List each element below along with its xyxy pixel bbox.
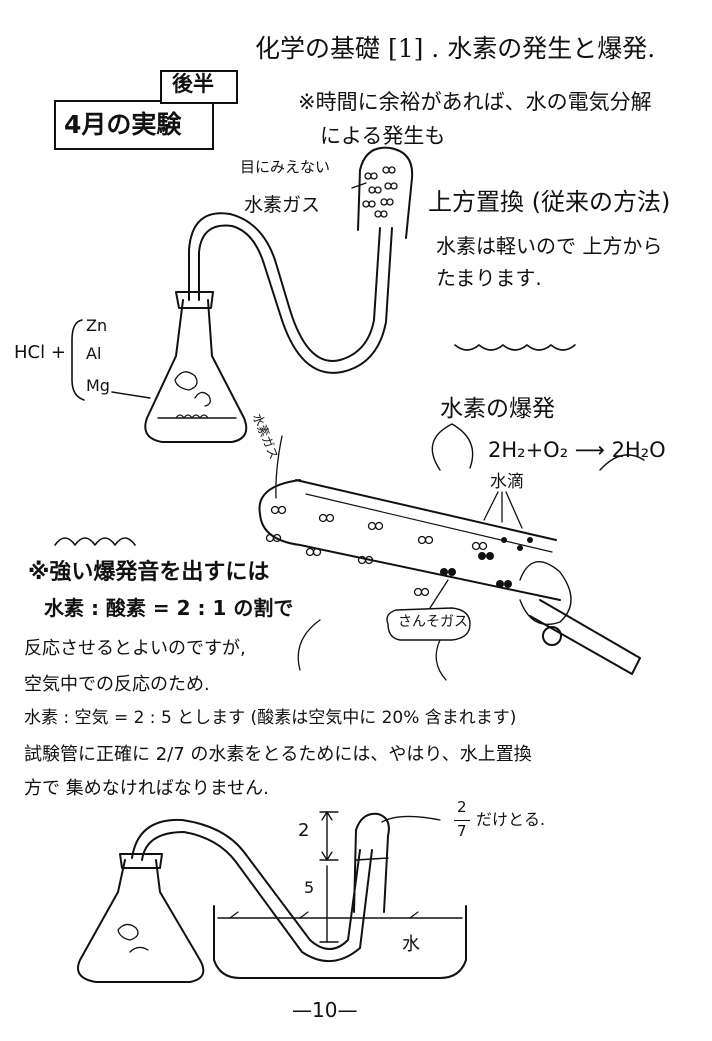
badge-box <box>54 100 214 150</box>
metal-zn: Zn <box>86 316 108 335</box>
metal-mg: Mg <box>86 376 110 395</box>
displacement-line-1: 水素は軽いので 上方から <box>436 234 663 258</box>
optional-note-line-1: ※時間に余裕があれば、水の電気分解 <box>298 90 652 114</box>
body-line-4: 空気中での反応のため. <box>24 674 210 695</box>
reaction-equation: 2H₂+O₂ ⟶ 2H₂O <box>488 438 666 462</box>
body-line-7: 方で 集めなければなりません. <box>24 778 269 799</box>
wave-decoration-top-right <box>455 345 575 350</box>
fraction-numerator: 2 <box>457 798 467 816</box>
badge-tag: 後半 <box>172 72 214 96</box>
wave-decoration-left <box>55 538 135 545</box>
body-line-5: 水素 : 空気 = 2 : 5 とします (酸素は空気中に 20% 含まれます) <box>24 708 517 728</box>
water-displacement-diagram <box>78 812 466 982</box>
oxygen-tag: さんそガス <box>398 614 468 630</box>
body-line-1: ※強い爆発音を出すには <box>28 560 270 585</box>
page-number: —10— <box>292 998 358 1022</box>
water-label: 水 <box>402 934 420 955</box>
fraction-suffix: だけとる. <box>476 810 546 829</box>
dimension-label-2: 2 <box>298 820 310 841</box>
page-title: 化学の基礎 [1] . 水素の発生と爆発. <box>255 34 656 63</box>
body-line-3: 反応させるとよいのですが, <box>24 638 246 659</box>
badge-label: 4月の実験 <box>64 110 182 139</box>
optional-note-line-2: による発生も <box>320 124 446 148</box>
fraction-denominator: 7 <box>457 822 467 840</box>
invisible-note: 目にみえない <box>240 158 331 176</box>
hydrogen-gas-label: 水素ガス <box>244 194 321 216</box>
displacement-title: 上方置換 (従来の方法) <box>428 188 671 216</box>
displacement-line-2: たまります. <box>436 266 542 290</box>
droplets-label: 水滴 <box>490 472 524 492</box>
explosion-diagram <box>260 424 645 680</box>
explosion-title: 水素の爆発 <box>440 396 555 422</box>
acid-label: HCl + <box>14 342 66 363</box>
metal-al: Al <box>86 344 102 363</box>
body-line-2: 水素 : 酸素 = 2 : 1 の割で <box>44 596 294 620</box>
fraction-bar <box>454 820 470 821</box>
flask-diagram-1 <box>72 148 412 442</box>
badge-tag-box <box>160 70 238 104</box>
body-line-6: 試験管に正確に 2/7 の水素をとるためには、やはり、水上置換 <box>24 744 532 765</box>
dimension-label-5: 5 <box>304 878 315 897</box>
